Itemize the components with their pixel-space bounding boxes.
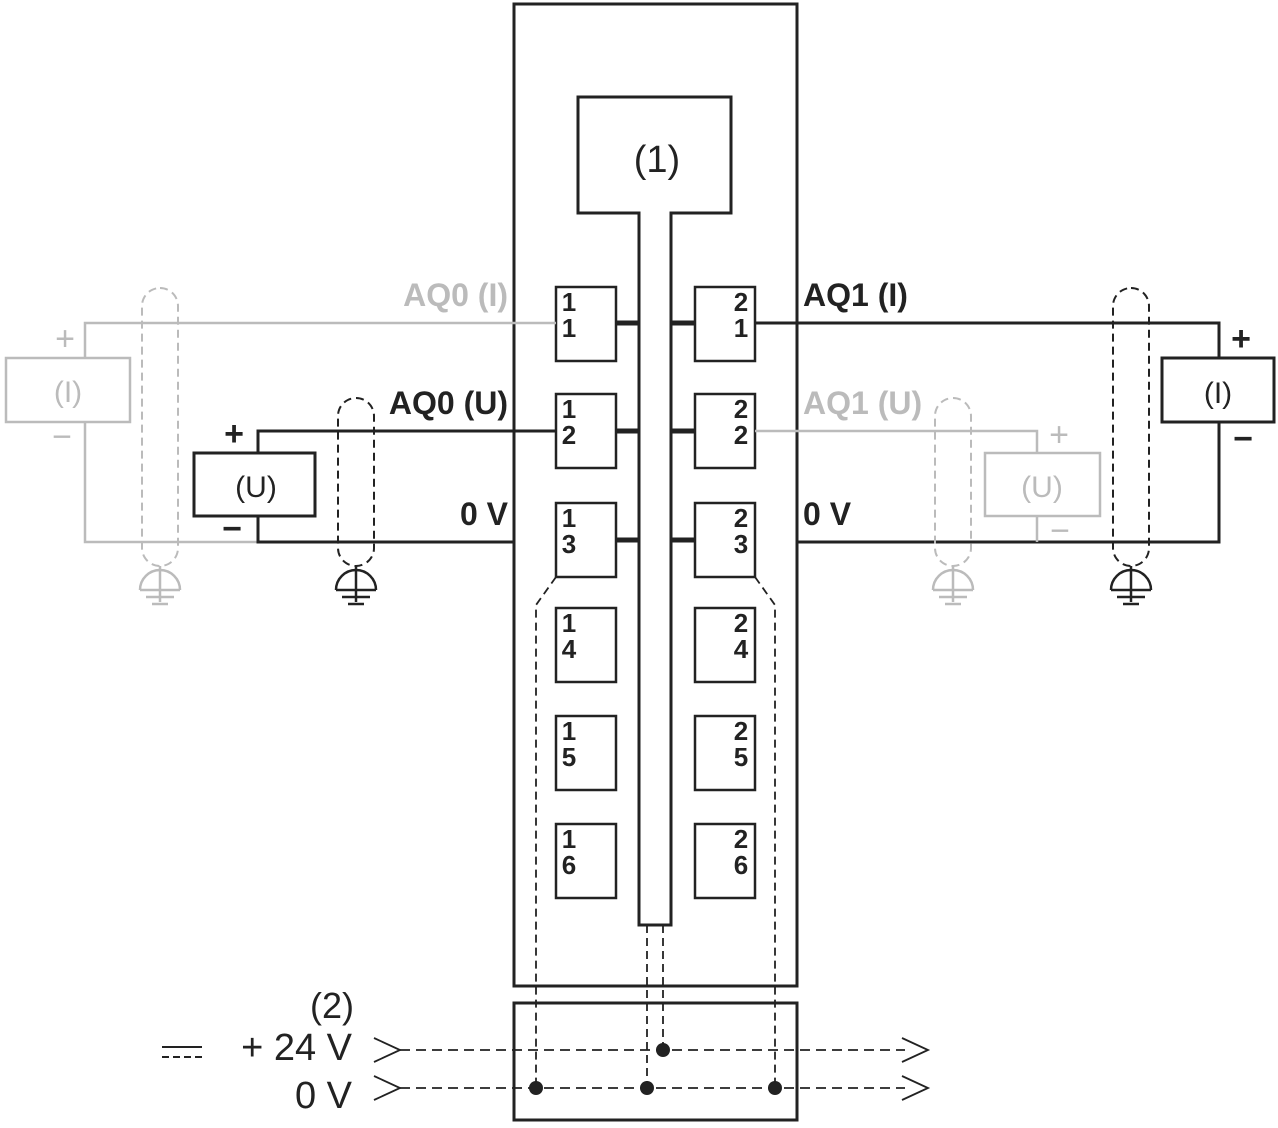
callout-supply: (2) [310, 985, 354, 1026]
left-voltage-load-label: (U) [235, 471, 277, 504]
right-current-loop [755, 321, 1276, 544]
left-voltage-loop [192, 429, 556, 544]
power-connector-block [512, 1001, 799, 1122]
terminal-label: 2 [734, 503, 748, 533]
right-voltage-minus: − [1050, 512, 1070, 550]
terminal-label: 1 [562, 608, 576, 638]
terminal-label: 2 [734, 394, 748, 424]
terminal-label: 3 [734, 529, 748, 559]
terminal-label: 1 [562, 287, 576, 317]
terminal-box [693, 822, 757, 900]
label-aq1-voltage: AQ1 (U) [803, 385, 922, 421]
terminal-block-left: 1 1 1 2 1 3 1 4 1 5 1 6 [554, 285, 618, 900]
internal-0v-links [535, 576, 776, 1088]
terminal-label: 4 [734, 634, 749, 664]
left-current-load-box [4, 356, 132, 424]
right-current-shield [1112, 287, 1150, 567]
terminal-box [554, 501, 618, 579]
terminal-label: 1 [562, 824, 576, 854]
terminal-label: 1 [562, 394, 576, 424]
ground-icon [138, 566, 182, 606]
label-zero-volt-left: 0 V [460, 496, 509, 532]
left-voltage-plus: + [224, 415, 244, 453]
terminal-label: 2 [734, 287, 748, 317]
terminal-to-bus-links [616, 320, 695, 543]
right-current-plus: + [1231, 320, 1251, 358]
terminal-label: 1 [734, 313, 748, 343]
terminal-label: 5 [734, 742, 748, 772]
left-current-shield [141, 287, 179, 567]
terminal-label: 6 [562, 850, 576, 880]
terminal-label: 2 [734, 824, 748, 854]
right-current-minus: − [1233, 420, 1253, 458]
terminal-box [554, 714, 618, 792]
terminal-label: 2 [734, 420, 748, 450]
ground-icon [931, 566, 975, 606]
left-current-load-label: (I) [54, 376, 82, 409]
terminal-box [554, 606, 618, 684]
terminal-label: 2 [734, 716, 748, 746]
right-voltage-plus: + [1049, 416, 1069, 454]
left-current-plus: + [55, 320, 75, 358]
terminal-label: 3 [562, 529, 576, 559]
terminal-box [693, 285, 757, 363]
terminal-label: 2 [562, 420, 576, 450]
junction-dots [529, 1043, 782, 1095]
terminal-label: 1 [562, 503, 576, 533]
internal-electronics-block [576, 95, 733, 927]
module-housing [512, 2, 799, 988]
left-voltage-minus: − [222, 510, 242, 548]
terminal-box [693, 501, 757, 579]
callout-internal: (1) [634, 139, 680, 181]
terminal-box [554, 822, 618, 900]
left-voltage-load-box [192, 451, 317, 518]
right-voltage-loop [755, 429, 1102, 542]
left-current-minus: − [52, 418, 72, 456]
terminal-box [693, 714, 757, 792]
ground-icon [334, 566, 378, 606]
label-supply-24v: + 24 V [241, 1027, 353, 1069]
dc-symbol-icon [162, 1046, 202, 1058]
supply-rails [373, 1037, 931, 1101]
label-aq0-current: AQ0 (I) [403, 277, 508, 313]
label-aq0-voltage: AQ0 (U) [389, 385, 508, 421]
label-aq1-current: AQ1 (I) [803, 277, 908, 313]
right-voltage-load-label: (U) [1021, 471, 1063, 504]
right-voltage-load-box [983, 451, 1102, 518]
terminal-box [693, 606, 757, 684]
terminal-label: 4 [562, 634, 577, 664]
ground-icon [1109, 566, 1153, 606]
terminal-label: 1 [562, 716, 576, 746]
terminal-box [693, 392, 757, 470]
terminal-label: 6 [734, 850, 748, 880]
label-zero-volt-right: 0 V [803, 496, 852, 532]
label-supply-0v: 0 V [295, 1075, 353, 1117]
terminal-label: 2 [734, 608, 748, 638]
terminal-block-right: 2 1 2 2 2 3 2 4 2 5 2 6 [693, 285, 757, 900]
right-current-load-label: (I) [1204, 377, 1232, 410]
terminal-label: 1 [562, 313, 576, 343]
terminal-label: 5 [562, 742, 576, 772]
